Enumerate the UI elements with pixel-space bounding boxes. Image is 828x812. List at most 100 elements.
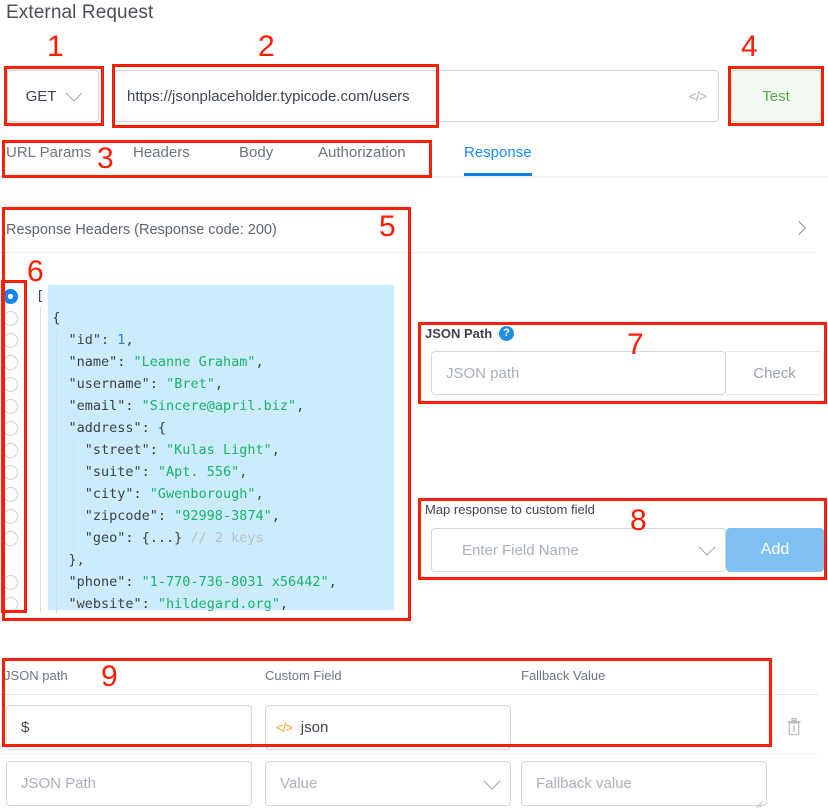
json-token: , bbox=[255, 354, 264, 370]
json-line-radio[interactable] bbox=[3, 355, 18, 370]
chevron-right-icon[interactable] bbox=[791, 220, 807, 236]
json-line[interactable]: }, bbox=[36, 549, 408, 571]
json-code-text: [ {"id": 1, "name": "Leanne Graham", "usern… bbox=[36, 285, 408, 613]
json-line-radio[interactable] bbox=[3, 509, 18, 524]
new-row-json-path-input[interactable]: JSON Path bbox=[6, 761, 252, 806]
json-line[interactable]: "phone": "1-770-736-8031 x56442", bbox=[36, 571, 408, 593]
json-line-radio[interactable] bbox=[3, 487, 18, 502]
json-line[interactable]: "geo": {...} // 2 keys bbox=[36, 527, 408, 549]
json-line-radio[interactable] bbox=[3, 575, 18, 590]
json-line-radio[interactable] bbox=[3, 531, 18, 546]
mapping-row-json-path-value: $ bbox=[21, 719, 30, 736]
json-token: "street": bbox=[84, 442, 167, 458]
json-line-radio[interactable] bbox=[3, 333, 18, 348]
json-line-radio[interactable] bbox=[3, 443, 18, 458]
mapping-row-custom-field-input[interactable]: </> json bbox=[265, 705, 511, 750]
mapping-row-json-path-input[interactable]: $ bbox=[6, 705, 252, 750]
json-line-radio-selected[interactable] bbox=[3, 289, 18, 304]
tab-response[interactable]: Response bbox=[464, 144, 532, 161]
json-token: "id": bbox=[68, 332, 118, 348]
code-brackets-icon[interactable]: </> bbox=[688, 88, 707, 104]
indent-guide bbox=[40, 527, 41, 549]
json-response-viewer[interactable]: [ {"id": 1, "name": "Leanne Graham", "usern… bbox=[0, 280, 408, 613]
test-button-label: Test bbox=[762, 87, 790, 105]
json-line-radio[interactable] bbox=[3, 377, 18, 392]
tab-body[interactable]: Body bbox=[239, 144, 274, 161]
json-line[interactable]: "username": "Bret", bbox=[36, 373, 408, 395]
tab-headers[interactable]: Headers bbox=[133, 144, 190, 161]
new-row-fallback-input[interactable]: Fallback value bbox=[521, 761, 767, 808]
column-header-fallback: Fallback Value bbox=[521, 668, 606, 683]
json-token: "username": bbox=[68, 376, 167, 392]
json-line[interactable]: "street": "Kulas Light", bbox=[36, 439, 408, 461]
indent-guide bbox=[72, 505, 74, 527]
active-tab-underline bbox=[464, 173, 532, 176]
json-line[interactable]: { bbox=[36, 307, 408, 329]
json-token: }, bbox=[68, 552, 85, 568]
json-path-check-label: Check bbox=[753, 364, 796, 382]
json-line-text: "geo": {...} // 2 keys bbox=[36, 530, 264, 546]
annotation-number-2: 2 bbox=[258, 30, 275, 63]
indent-guide bbox=[56, 373, 58, 395]
json-scrollbar[interactable] bbox=[398, 286, 406, 607]
indent-guide bbox=[56, 571, 58, 593]
indent-guide bbox=[40, 571, 41, 593]
json-line-radio-gutter[interactable] bbox=[0, 280, 26, 613]
add-mapping-button[interactable]: Add bbox=[726, 528, 824, 572]
indent-guide bbox=[56, 505, 58, 527]
json-line[interactable]: "website": "hildegard.org", bbox=[36, 593, 408, 613]
json-line[interactable]: "address": { bbox=[36, 417, 408, 439]
chevron-down-icon bbox=[65, 84, 83, 102]
json-line-text: "name": "Leanne Graham", bbox=[36, 354, 264, 370]
test-button[interactable]: Test bbox=[731, 70, 821, 122]
json-token: "geo": {...} bbox=[84, 530, 191, 546]
indent-guide bbox=[40, 593, 41, 613]
json-line-text: "email": "Sincere@april.biz", bbox=[36, 398, 305, 414]
json-token: [ bbox=[36, 288, 45, 304]
resize-grip-icon[interactable] bbox=[755, 795, 763, 808]
indent-guide bbox=[40, 329, 41, 351]
annotation-number-1: 1 bbox=[47, 30, 64, 63]
json-token: , bbox=[279, 596, 288, 612]
json-token: "city": bbox=[84, 486, 150, 502]
indent-guide bbox=[72, 461, 74, 483]
json-selection-highlight bbox=[48, 285, 394, 610]
json-line[interactable]: "zipcode": "92998-3874", bbox=[36, 505, 408, 527]
tab-authorization[interactable]: Authorization bbox=[318, 144, 406, 161]
json-line-radio[interactable] bbox=[3, 399, 18, 414]
json-line-radio[interactable] bbox=[3, 421, 18, 436]
indent-guide bbox=[56, 483, 58, 505]
tab-url-params[interactable]: URL Params bbox=[6, 144, 92, 161]
chevron-down-icon bbox=[483, 772, 501, 790]
json-line-radio[interactable] bbox=[3, 597, 18, 612]
mapping-table: JSON path Custom Field Fallback Value $ … bbox=[0, 660, 828, 811]
http-method-select[interactable]: GET bbox=[7, 70, 99, 122]
indent-guide bbox=[72, 527, 74, 549]
json-line[interactable]: "suite": "Apt. 556", bbox=[36, 461, 408, 483]
json-line[interactable]: "city": "Gwenborough", bbox=[36, 483, 408, 505]
json-code-pane[interactable]: [ {"id": 1, "name": "Leanne Graham", "usern… bbox=[26, 280, 408, 613]
response-headers-row[interactable]: Response Headers (Response code: 200) bbox=[0, 207, 816, 253]
json-path-input[interactable]: JSON path bbox=[431, 351, 726, 395]
new-row-custom-field-select[interactable]: Value bbox=[265, 761, 511, 806]
annotation-number-4: 4 bbox=[741, 30, 758, 63]
http-method-value: GET bbox=[25, 87, 57, 105]
indent-guide bbox=[40, 307, 41, 329]
indent-guide bbox=[40, 483, 41, 505]
json-line[interactable]: "id": 1, bbox=[36, 329, 408, 351]
column-header-custom-field: Custom Field bbox=[265, 668, 342, 683]
json-line[interactable]: "name": "Leanne Graham", bbox=[36, 351, 408, 373]
json-line[interactable]: [ bbox=[36, 285, 408, 307]
json-line-text: "username": "Bret", bbox=[36, 376, 223, 392]
json-token: "phone": bbox=[68, 574, 142, 590]
json-line[interactable]: "email": "Sincere@april.biz", bbox=[36, 395, 408, 417]
json-path-check-button[interactable]: Check bbox=[726, 351, 824, 395]
table-row-divider bbox=[0, 753, 818, 754]
new-row-fallback-placeholder: Fallback value bbox=[536, 775, 632, 792]
question-mark-icon[interactable]: ? bbox=[499, 326, 514, 341]
custom-field-select[interactable]: Enter Field Name bbox=[431, 528, 726, 572]
json-line-radio[interactable] bbox=[3, 311, 18, 326]
trash-icon[interactable] bbox=[786, 718, 802, 736]
url-input[interactable]: https://jsonplaceholder.typicode.com/use… bbox=[114, 70, 719, 122]
json-line-radio[interactable] bbox=[3, 465, 18, 480]
